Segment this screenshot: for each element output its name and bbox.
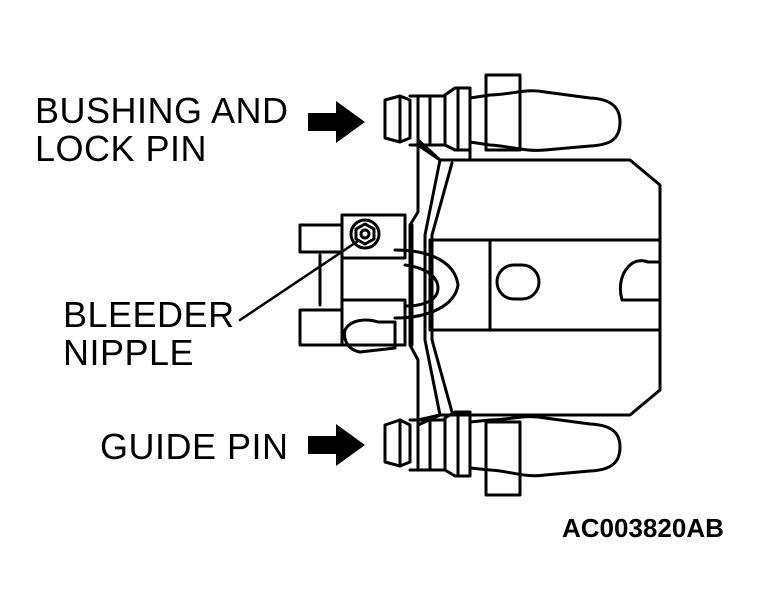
caliper-body — [408, 138, 662, 427]
top-pin-assembly — [383, 73, 622, 162]
bleeder-nipple-label: BLEEDER NIPPLE — [63, 296, 235, 372]
bleeder-nipple-part — [349, 218, 381, 250]
bushing-lock-pin-label: BUSHING AND LOCK PIN — [35, 92, 289, 168]
bushing-label-line2: LOCK PIN — [35, 128, 208, 169]
figure-id: AC003820AB — [562, 513, 724, 543]
bushing-arrow — [308, 101, 365, 143]
bleeder-label-line1: BLEEDER — [63, 294, 235, 335]
bleeder-label-line2: NIPPLE — [63, 332, 195, 373]
bushing-label-line1: BUSHING AND — [35, 90, 289, 131]
bottom-pin-assembly — [383, 410, 622, 497]
guide-label-text: GUIDE PIN — [100, 426, 289, 467]
bleeder-boss — [298, 213, 460, 354]
guide-arrow — [308, 424, 365, 466]
bleeder-leader-line — [238, 239, 360, 322]
guide-pin-label: GUIDE PIN — [100, 428, 289, 466]
